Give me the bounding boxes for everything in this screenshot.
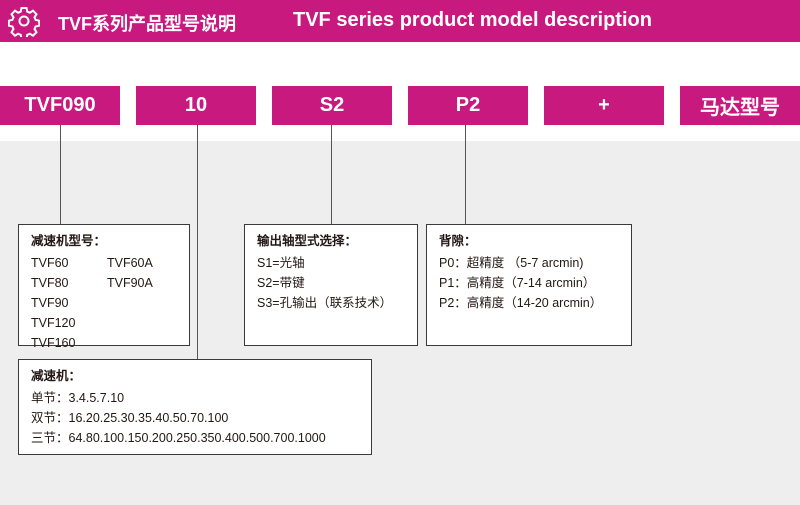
code-segment-plus: + [544, 86, 664, 125]
code-segment-ratio: 10 [136, 86, 256, 125]
connector-model [60, 125, 61, 225]
model-item: TVF80 [31, 276, 69, 290]
backlash-title: 背隙： [439, 234, 477, 248]
output-shaft-box: 输出轴型式选择： S1=光轴 S2=带键 S3=孔输出（联系技术） [244, 224, 418, 346]
shaft-item: S1=光轴 [257, 256, 305, 270]
shaft-item: S3=孔输出（联系技术） [257, 296, 393, 310]
model-item: TVF120 [31, 316, 76, 330]
backlash-item: P0：超精度 （5-7 arcmin) [439, 256, 584, 270]
code-segment-model: TVF090 [0, 86, 120, 125]
backlash-item: P2：高精度（14-20 arcmin） [439, 296, 603, 310]
backlash-item: P1：高精度（7-14 arcmin） [439, 276, 596, 290]
connector-shaft [331, 125, 332, 225]
title-chinese: TVF系列产品型号说明 [58, 14, 236, 34]
ratio-box: 减速机： 单节：3.4.5.7.10 双节：16.20.25.30.35.40.… [18, 359, 372, 455]
connector-ratio [197, 125, 198, 360]
ratio-title: 减速机： [31, 369, 82, 383]
header-bar: TVF系列产品型号说明 TVF series product model des… [0, 0, 800, 42]
model-item: TVF90 [31, 296, 69, 310]
gear-icon [8, 7, 40, 37]
code-segment-motor: 马达型号 [680, 86, 800, 125]
ratio-item: 三节：64.80.100.150.200.250.350.400.500.700… [31, 431, 326, 445]
connector-backlash [465, 125, 466, 225]
model-item: TVF160 [31, 336, 76, 350]
ratio-item: 单节：3.4.5.7.10 [31, 391, 125, 405]
code-segment-backlash: P2 [408, 86, 528, 125]
model-item: TVF90A [107, 276, 153, 290]
reducer-model-title: 减速机型号： [31, 234, 107, 248]
model-item: TVF60A [107, 256, 153, 270]
ratio-item: 双节：16.20.25.30.35.40.50.70.100 [31, 411, 229, 425]
backlash-box: 背隙： P0：超精度 （5-7 arcmin) P1：高精度（7-14 arcm… [426, 224, 632, 346]
reducer-model-box: 减速机型号： TVF60 TVF80 TVF90 TVF120 TVF160 T… [18, 224, 190, 350]
output-shaft-title: 输出轴型式选择： [257, 234, 358, 248]
code-segment-shaft: S2 [272, 86, 392, 125]
title-english: TVF series product model description [293, 9, 652, 31]
shaft-item: S2=带键 [257, 276, 305, 290]
model-item: TVF60 [31, 256, 69, 270]
